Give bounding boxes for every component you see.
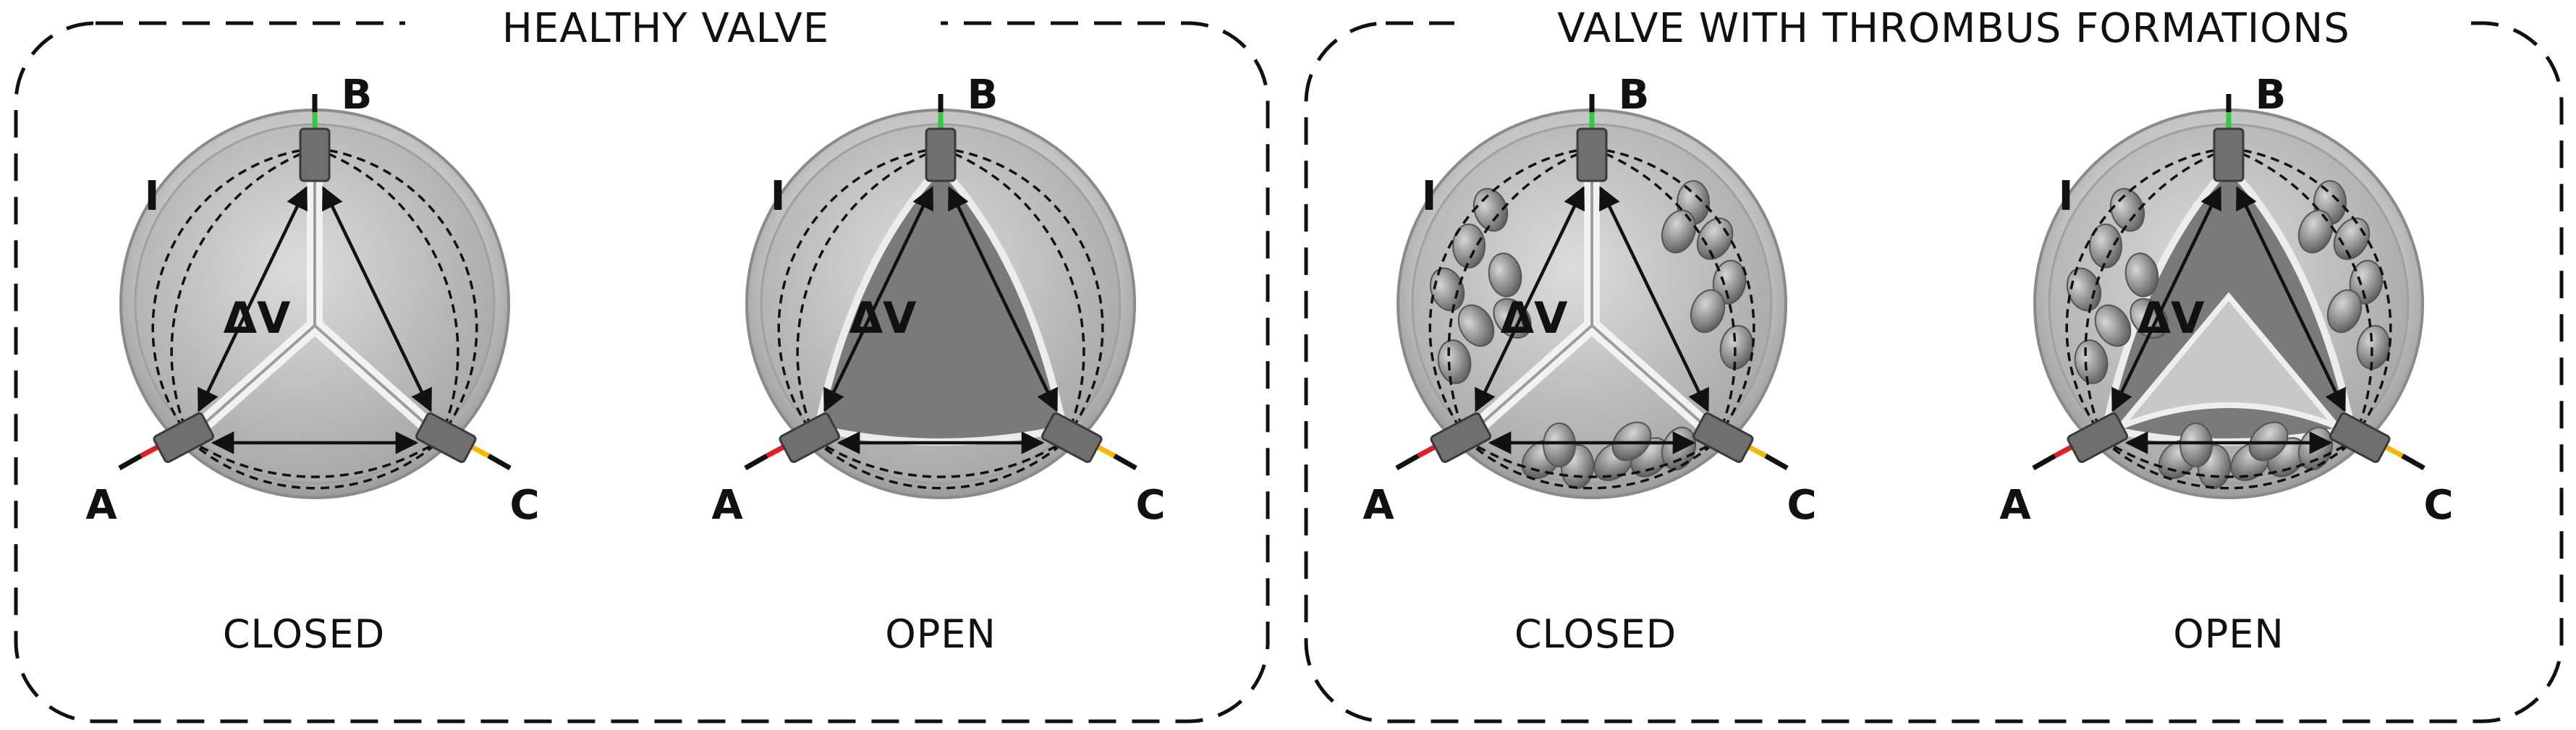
label-b: B [1619,72,1650,119]
dashed-arc [314,147,459,436]
label-delta-v: ΔV [224,293,291,344]
label-a: A [711,482,743,529]
electrode-b-connector [1576,127,1608,182]
impedance-arrow [321,186,433,412]
impedance-arrow [1474,186,1585,412]
dashed-arc [2065,147,2229,437]
electrode-a-connector [779,412,840,463]
label-i: I [1422,173,1437,220]
thrombus-blob [1719,325,1754,370]
thrombus-blob [2356,325,2391,370]
electrode-b-connector [2213,127,2245,182]
dashed-arc [796,147,941,436]
dashed-arc [1591,147,1737,436]
electrode-c-wire [1764,453,1789,471]
label-b: B [967,72,999,119]
label-c: C [509,482,539,529]
electrode-c-wire [487,453,512,471]
label-c: C [1135,482,1165,529]
thrombus-blob [1543,423,1576,467]
dashed-arc [777,147,941,437]
valve-healthy-closed: B A C I ΔV [85,72,539,529]
thrombus-blob [1712,260,1747,305]
valve-thrombus-open: B A C I ΔV [1999,72,2453,529]
label-a: A [1999,482,2031,529]
electrode-a-connector [1430,412,1491,463]
dashed-arc [2101,438,2357,490]
dashed-arc [170,147,315,436]
dashed-arc [813,438,1068,478]
valve-thrombus-closed: B A C I ΔV [1363,72,1816,529]
electrode-b-connector [925,127,957,182]
dashed-arc [1464,438,1720,490]
thrombus-blob [2074,339,2109,384]
label-a: A [85,482,117,529]
panel-title-healthy: HEALTHY VALVE [502,5,829,52]
dashed-arc [2084,147,2229,436]
dashed-arc [1428,147,1593,437]
electrode-c-wire [2401,453,2425,471]
impedance-arrow [947,186,1059,412]
dashed-arc [2101,438,2356,478]
electrode-c-connector [415,412,477,463]
label-delta-v: ΔV [1501,293,1568,344]
electrode-a-wire [1395,453,1420,471]
label-i: I [771,173,786,220]
dashed-arc [187,438,443,490]
dashed-arc [940,147,1085,436]
thrombus-blob [2349,260,2384,305]
electrode-a-wire [118,453,143,471]
thrombus-blob [2179,423,2213,467]
dashed-arc [314,147,478,437]
impedance-arrow [1598,186,1710,412]
dashed-arc [151,147,315,437]
state-label-thrombus-open: OPEN [2173,611,2284,657]
state-label-thrombus-closed: CLOSED [1514,611,1677,657]
label-a: A [1363,482,1394,529]
label-delta-v: ΔV [2138,293,2205,344]
electrode-c-connector [1692,412,1754,463]
impedance-arrow [2111,186,2222,412]
electrode-b-connector [299,127,331,182]
state-label-healthy-open: OPEN [885,611,996,657]
electrode-c-connector [1041,412,1103,463]
impedance-arrow [197,186,308,412]
dashed-arc [940,147,1104,437]
label-c: C [2423,482,2453,529]
electrode-a-wire [744,453,768,471]
label-i: I [2059,173,2074,220]
label-b: B [342,72,373,119]
electrode-a-wire [2032,453,2056,471]
dashed-arc [2228,147,2392,437]
panel-title-thrombus: VALVE WITH THROMBUS FORMATIONS [1557,5,2350,52]
dashed-arc [813,438,1069,490]
state-label-healthy-closed: CLOSED [223,611,385,657]
electrode-a-connector [153,412,214,463]
dashed-arc [1447,147,1593,436]
valve-healthy-open: B A C I ΔV [711,72,1165,529]
electrode-c-wire [1113,453,1137,471]
thrombus-blob [1437,339,1472,384]
impedance-arrow [2235,186,2347,412]
label-delta-v: ΔV [850,293,917,344]
label-b: B [2255,72,2287,119]
dashed-arc [2228,147,2373,436]
electrode-a-connector [2067,412,2128,463]
dashed-arc [187,438,442,478]
impedance-arrow [823,186,934,412]
dashed-arc [1465,438,1719,478]
label-i: I [145,173,160,220]
electrode-c-connector [2329,412,2391,463]
label-c: C [1787,482,1816,529]
dashed-arc [1591,147,1755,437]
